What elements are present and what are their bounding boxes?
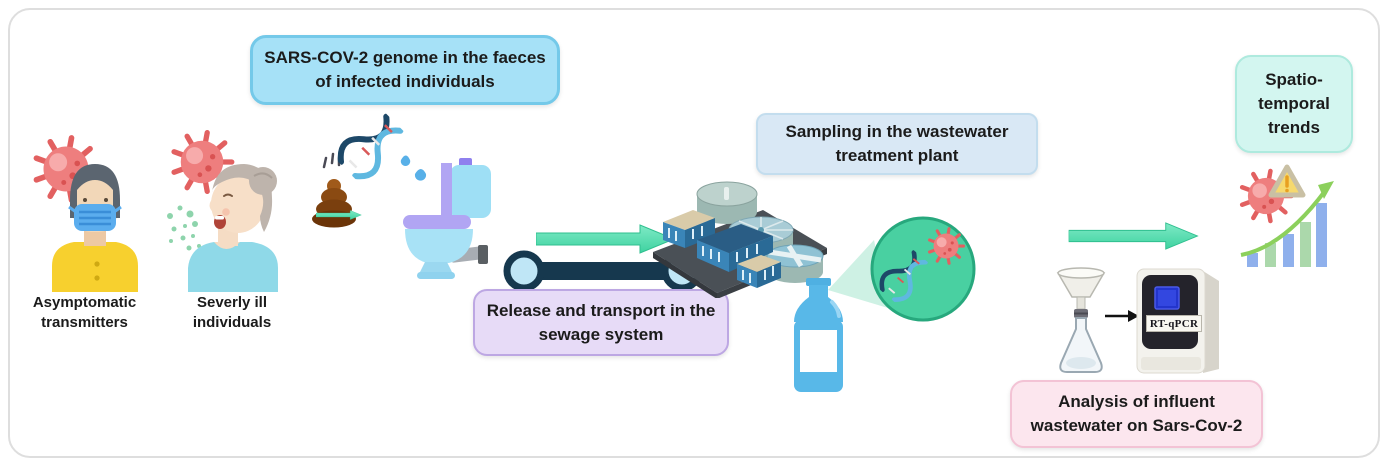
asymptomatic-label: Asymptomatic transmitters: [32, 294, 137, 331]
masked-man-icon: [52, 164, 138, 292]
callout-sampling-wwtp: Sampling in the wastewater treatment pla…: [756, 113, 1038, 175]
water-droplets-icon: [400, 155, 427, 181]
callout-analysis-influent: Analysis of influent wastewater on Sars-…: [1010, 380, 1263, 448]
sample-bottle-icon: [794, 278, 843, 392]
toilet-icon: [400, 155, 491, 279]
trend-bar-chart-icon: [1235, 164, 1334, 267]
black-arrow-icon: [1105, 310, 1139, 322]
severely-ill-label: Severly ill individuals: [192, 294, 272, 331]
sneezing-woman-icon: [167, 164, 278, 292]
filter-flask-icon: [1056, 267, 1106, 373]
green-arrow-icon: [316, 202, 362, 228]
green-arrow-icon: [1063, 222, 1205, 250]
magnified-sample-icon: [828, 216, 976, 322]
callout-sewage-transport: Release and transport in the sewage syst…: [473, 289, 729, 356]
rt-qpcr-label: RT-qPCR: [1146, 315, 1202, 332]
callout-genome-faeces: SARS-COV-2 genome in the faeces of infec…: [250, 35, 560, 105]
callout-spatio-temporal: Spatio-temporal trends: [1235, 55, 1353, 153]
warning-triangle-icon: [1268, 164, 1306, 198]
treatment-plant-icon: [653, 181, 827, 298]
